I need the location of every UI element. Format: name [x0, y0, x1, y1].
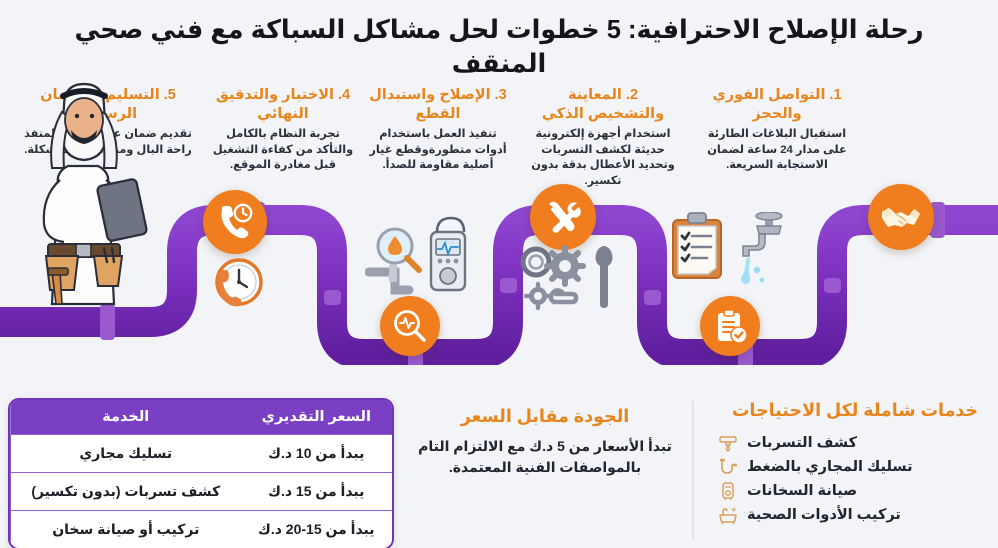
checklist-clipboard-illustration [668, 210, 726, 291]
step-1-heading: 1. التواصل الفوري والحجز [712, 87, 842, 122]
step-2-body: استخدام أجهزة إلكترونية حديثة لكشف التسر… [531, 128, 675, 187]
services-panel-title: خدمات شاملة لكل الاحتياجات [731, 400, 979, 420]
service-item[interactable]: تسليك المجاري بالضغط [712, 455, 990, 479]
table-row: يبدأ من 15 د.ك كشف تسربات (بدون تكسير) [10, 472, 392, 511]
bottom-section: خدمات شاملة لكل الاحتياجات كشف التسربات [0, 392, 998, 548]
step-2-heading: 2. المعاينة والتشخيص الذكي [541, 87, 665, 122]
service-label: كشف التسربات [747, 434, 858, 451]
leak-detector-illustration [364, 216, 473, 303]
vertical-divider [692, 400, 694, 540]
p-trap-pipe-icon [718, 457, 738, 477]
table-row: يبدأ من 15-20 د.ك تركيب أو صيانة سخان [10, 510, 392, 548]
step-2-text: 2. المعاينة والتشخيص الذكي استخدام أجهزة… [528, 86, 678, 189]
page-title: رحلة الإصلاح الاحترافية: 5 خطوات لحل مشا… [74, 16, 924, 78]
cell-service: تركيب أو صيانة سخان [10, 510, 241, 548]
quality-panel-body: تبدأ الأسعار من 5 د.ك مع الالتزام التام … [418, 438, 672, 476]
step-1-body: استقبال البلاغات الطارئة على مدار 24 ساع… [707, 128, 847, 172]
cell-service: تسليك مجاري [10, 434, 241, 473]
services-list: كشف التسربات تسليك المجاري بالضغط [712, 431, 990, 527]
cell-price: يبدأ من 15 د.ك [240, 472, 392, 511]
phone-clock-icon [221, 203, 253, 239]
step-2-badge[interactable] [380, 296, 440, 356]
table-header-service: الخدمة [10, 400, 241, 435]
quality-panel: الجودة مقابل السعر تبدأ الأسعار من 5 د.ك… [412, 406, 678, 479]
gears-wrench-illustration [520, 244, 628, 317]
step-1-badge[interactable] [203, 190, 267, 254]
magnifier-pulse-icon [394, 310, 426, 342]
clipboard-check-icon [718, 309, 748, 344]
wrench-screwdriver-icon [547, 201, 581, 233]
clock-phone-illustration [205, 250, 269, 319]
price-table: السعر التقديري الخدمة يبدأ من 10 د.ك تسل… [8, 398, 394, 548]
service-label: صيانة السخانات [747, 482, 858, 499]
step-4-badge[interactable] [700, 296, 760, 356]
services-panel: خدمات شاملة لكل الاحتياجات كشف التسربات [712, 400, 990, 527]
step-3-text: 3. الإصلاح واستبدال القطع تنفيذ العمل با… [368, 86, 508, 174]
water-heater-icon [718, 481, 738, 501]
service-item[interactable]: صيانة السخانات [712, 479, 990, 503]
service-item[interactable]: تركيب الأدوات الصحية [712, 503, 990, 527]
service-label: تسليك المجاري بالضغط [747, 458, 913, 475]
handshake-icon [882, 208, 920, 227]
table-row: يبدأ من 10 د.ك تسليك مجاري [10, 434, 392, 473]
step-5-badge[interactable] [868, 184, 934, 250]
plumber-with-tablet-illustration [8, 72, 158, 330]
bathtub-icon [718, 505, 738, 525]
cell-service: كشف تسربات (بدون تكسير) [10, 472, 241, 511]
step-1-text: 1. التواصل الفوري والحجز استقبال البلاغا… [701, 86, 853, 174]
service-item[interactable]: كشف التسربات [712, 431, 990, 455]
step-4-body: تجربة النظام بالكامل والتأكد من كفاءة ال… [212, 128, 354, 172]
cell-price: يبدأ من 10 د.ك [240, 434, 392, 473]
leaking-pipe-icon [718, 433, 738, 453]
step-3-badge[interactable] [530, 184, 596, 250]
quality-panel-title: الجودة مقابل السعر [460, 406, 630, 426]
dripping-faucet-illustration [735, 211, 801, 293]
table-header-price: السعر التقديري [240, 400, 392, 435]
step-3-heading: 3. الإصلاح واستبدال القطع [369, 87, 507, 122]
cell-price: يبدأ من 15-20 د.ك [240, 510, 392, 548]
service-label: تركيب الأدوات الصحية [747, 506, 901, 523]
table-header-row: السعر التقديري الخدمة [10, 400, 392, 435]
step-4-heading: 4. الاختبار والتدقيق النهائي [215, 87, 351, 122]
step-4-text: 4. الاختبار والتدقيق النهائي تجربة النظا… [208, 86, 358, 174]
step-3-body: تنفيذ العمل باستخدام أدوات متطورةوقطع غي… [369, 128, 507, 172]
